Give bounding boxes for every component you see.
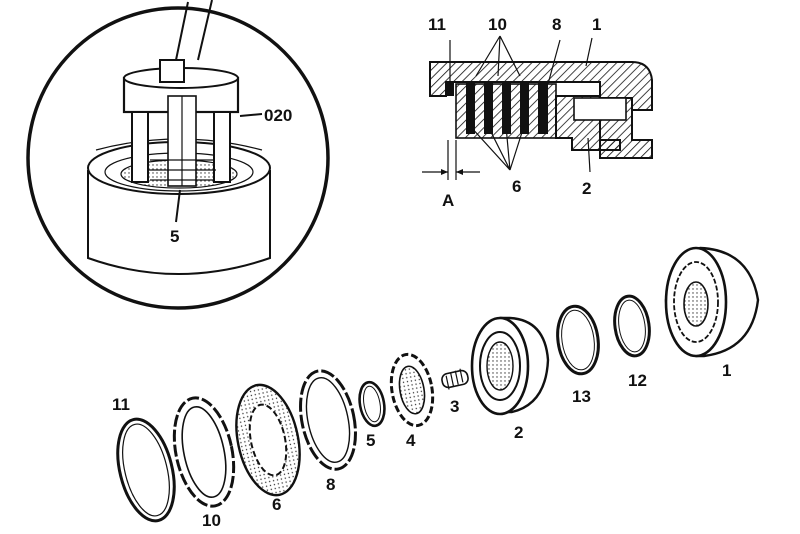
inset-detail: 020 5 — [26, 0, 330, 310]
inset-tool-label: 020 — [264, 106, 292, 125]
leader-6 — [469, 125, 525, 171]
section-label-11: 11 — [428, 15, 446, 34]
exploded-label-8: 8 — [326, 475, 335, 494]
section-label-8: 8 — [552, 15, 561, 34]
exploded-label-6: 6 — [272, 495, 281, 514]
part-snap-ring — [358, 380, 386, 428]
exploded-label-1: 1 — [722, 361, 731, 380]
leader-8 — [547, 39, 561, 85]
exploded-label-11: 11 — [112, 395, 130, 414]
section-housing — [429, 61, 653, 111]
inset-compressor-tool — [122, 0, 240, 187]
section-label-A: A — [442, 191, 454, 210]
exploded-label-10: 10 — [202, 511, 221, 530]
exploded-label-5: 5 — [366, 431, 375, 450]
leader-1 — [585, 37, 593, 67]
part-friction-plate — [235, 383, 301, 497]
part-spring-retainer — [389, 352, 435, 428]
cross-section-detail: 11 10 8 1 A 6 2 — [422, 15, 653, 210]
part-outer-seal — [556, 304, 600, 376]
exploded-label-3: 3 — [450, 397, 459, 416]
inset-tool-leader — [239, 113, 263, 117]
section-label-10: 10 — [488, 15, 507, 34]
exploded-label-13: 13 — [572, 387, 591, 406]
section-label-2: 2 — [582, 179, 591, 198]
section-spring-pocket — [573, 97, 627, 121]
exploded-label-2: 2 — [514, 423, 523, 442]
leader-10 — [475, 35, 521, 77]
inset-part-label: 5 — [170, 227, 179, 246]
section-label-6: 6 — [512, 177, 521, 196]
part-retaining-ring — [116, 414, 176, 523]
inset-part-leader — [175, 189, 181, 223]
part-outer-plate — [172, 396, 236, 508]
part-inner-seal — [613, 294, 651, 358]
exploded-label-12: 12 — [628, 371, 647, 390]
leader-2 — [587, 137, 591, 173]
part-spring — [441, 368, 469, 390]
section-label-1: 1 — [592, 15, 601, 34]
part-pressure-plate — [299, 369, 357, 471]
part-piston — [470, 316, 550, 416]
exploded-label-4: 4 — [406, 431, 416, 450]
part-clutch-housing — [664, 246, 760, 358]
exploded-view: 11 10 6 8 5 4 3 2 13 12 1 — [112, 246, 760, 530]
